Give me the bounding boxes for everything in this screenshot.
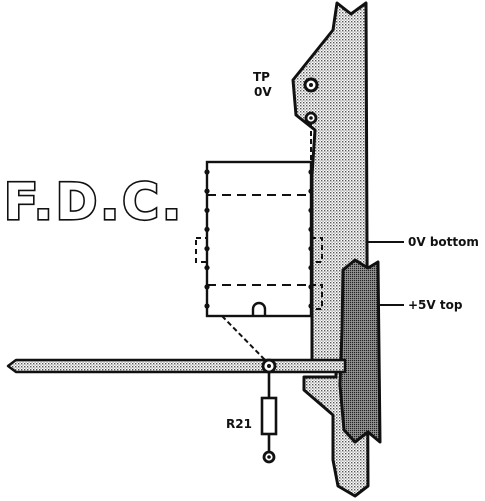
tp-label-line2: 0V xyxy=(254,85,272,99)
chip-pin xyxy=(204,188,210,194)
tp-label-line1: TP xyxy=(253,70,270,84)
resistor-r21 xyxy=(260,372,278,464)
chip-pin xyxy=(308,226,314,232)
plus5v-top-label: +5V top xyxy=(408,298,463,312)
chip-pin xyxy=(204,265,210,271)
chip-pin xyxy=(308,169,314,175)
fdc-chip-outline xyxy=(195,160,323,318)
horizontal-track xyxy=(6,358,347,374)
diagram-title: F.D.C. xyxy=(4,173,184,231)
junction-pad-hole xyxy=(267,364,271,368)
chip-pin xyxy=(204,284,210,290)
chip-pin xyxy=(308,265,314,271)
chip-pin xyxy=(204,169,210,175)
r21-label: R21 xyxy=(226,417,252,431)
plus5v-top-plane xyxy=(338,258,382,444)
chip-pin xyxy=(308,207,314,213)
chip-pin xyxy=(308,188,314,194)
chip-pin xyxy=(308,303,314,309)
chip-pin xyxy=(308,246,314,252)
chip-pin xyxy=(308,284,314,290)
chip-pins xyxy=(204,169,314,309)
chip-pin xyxy=(204,207,210,213)
chip-to-junction-link xyxy=(221,315,269,364)
tp-pad-hole xyxy=(309,83,313,87)
via-pad-hole xyxy=(309,116,313,120)
chip-pin xyxy=(204,303,210,309)
chip-pin xyxy=(204,226,210,232)
ov-bottom-label: 0V bottom xyxy=(408,235,479,249)
chip-pin xyxy=(204,246,210,252)
